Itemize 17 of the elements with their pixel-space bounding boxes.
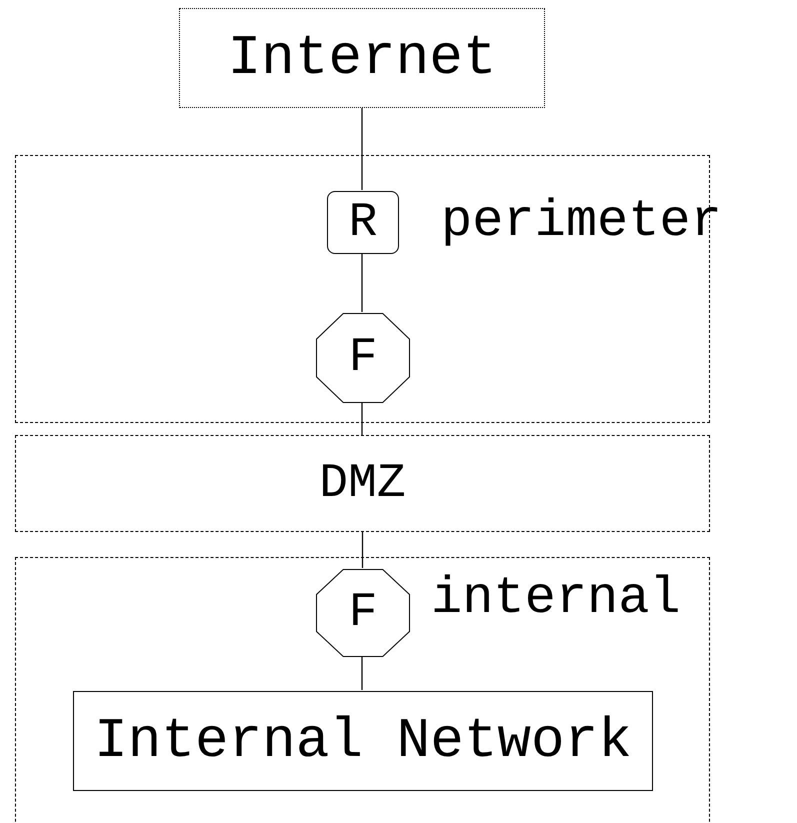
zone-box [15, 557, 710, 823]
router-box [327, 191, 399, 254]
zone-label: perimeter [441, 196, 722, 248]
connector-line [361, 656, 363, 690]
zone-box [15, 435, 710, 532]
node-label: Internet [228, 30, 496, 86]
connector-line [361, 108, 363, 190]
connector-line [361, 402, 363, 435]
node-label: F [348, 589, 378, 637]
node-label: R [348, 198, 378, 246]
node-label: Internal Network [94, 713, 632, 769]
connector-line [362, 532, 364, 568]
connector-line [361, 253, 363, 312]
network-box [179, 8, 545, 108]
node-label: F [348, 334, 378, 382]
zone-label: internal [431, 573, 681, 625]
network-box [73, 691, 653, 791]
